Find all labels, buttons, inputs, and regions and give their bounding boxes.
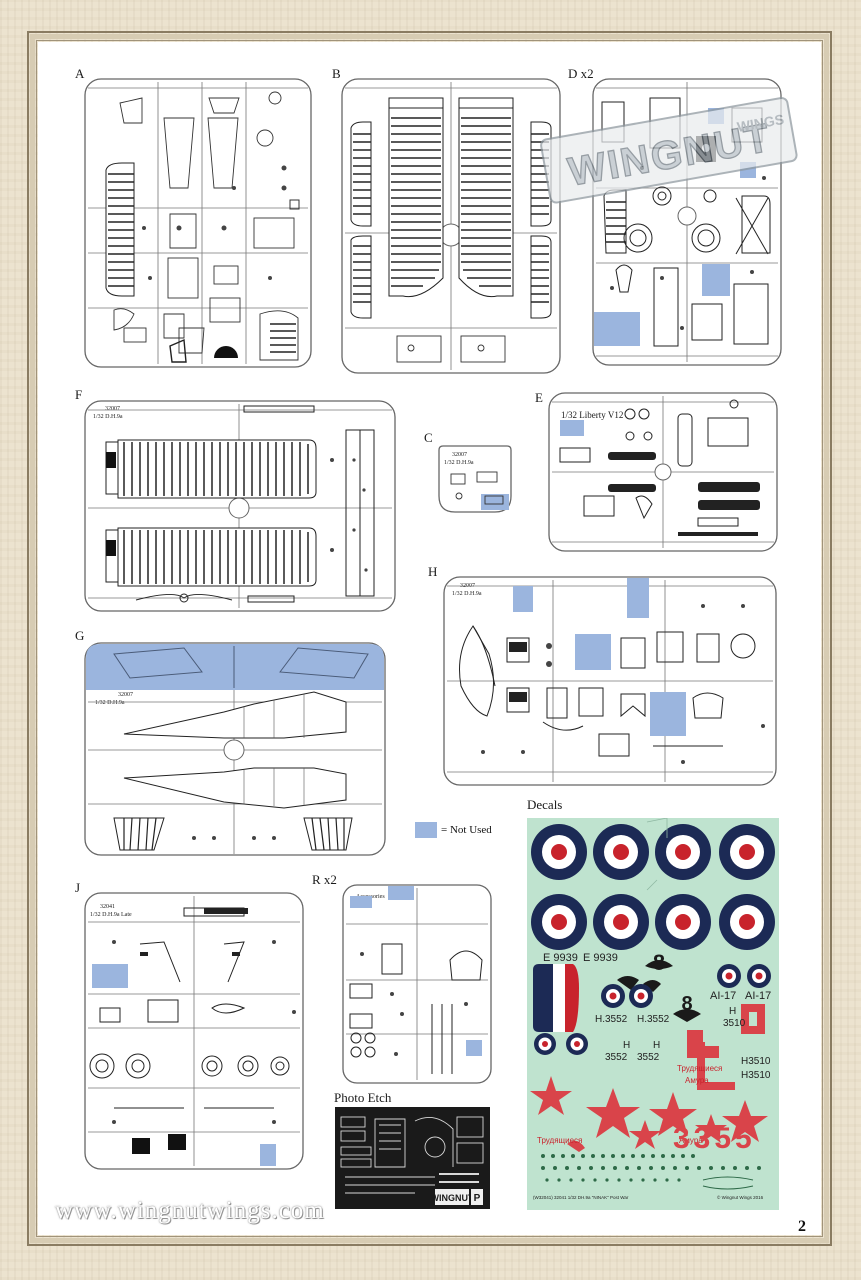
- decal-3510-a: 3510: [723, 1018, 746, 1029]
- decal-sheet: 8 8: [527, 818, 779, 1210]
- photo-etch-title: Photo Etch: [334, 1090, 392, 1105]
- not-used-legend: = Not Used: [415, 822, 492, 838]
- not-used-swatch: [415, 822, 437, 838]
- roundel-small: [534, 964, 771, 1055]
- svg-text:8: 8: [681, 993, 692, 1015]
- decal-h3510-b: H3510: [741, 1070, 771, 1081]
- decal-h-right: H: [729, 1006, 737, 1017]
- sprue-r-drawing: [342, 884, 492, 1084]
- sprue-j-drawing: [84, 892, 304, 1170]
- sprue-f-code: 32007: [105, 406, 120, 412]
- stencil-dots: [541, 1154, 761, 1182]
- decal-3552-b: 3552: [637, 1052, 660, 1063]
- red-bracket-shapes: [687, 1004, 765, 1090]
- sprue-label-c: C: [424, 430, 433, 445]
- sprue-g-code: 32007: [118, 692, 133, 698]
- sprue-e-title: 1/32 Liberty V12: [561, 410, 624, 420]
- border-inner: [36, 40, 823, 1237]
- decal-h-small-b: H: [653, 1040, 661, 1051]
- sprue-label-r: R x2: [312, 872, 337, 887]
- decal-code-2: AI-17: [745, 990, 772, 1002]
- decals-title: Decals: [527, 797, 563, 812]
- photo-etch-drawing: WINGNUT P: [340, 1116, 484, 1205]
- sprue-e-drawing: [548, 392, 778, 552]
- svg-text:WINGNUT: WINGNUT: [431, 1193, 474, 1203]
- decal-big-number: 3355: [673, 1122, 756, 1155]
- roundel-row-1: [531, 824, 775, 880]
- not-used-label: = Not Used: [441, 824, 492, 836]
- red-stars: [530, 1076, 768, 1149]
- rudder-flag: [533, 964, 579, 1032]
- sprue-label-d: D x2: [568, 66, 594, 81]
- decal-sheet-copyright: © Wingnut Wings 2016: [717, 1195, 764, 1200]
- sprue-g-subtitle: 1/32 D.H.9a: [95, 700, 125, 706]
- decal-cyrillic-4: Амура: [679, 1136, 703, 1145]
- decal-cyrillic-1: Трудящиеся: [677, 1064, 723, 1073]
- sprue-label-e: E: [535, 390, 543, 405]
- border-outer: [27, 31, 832, 1246]
- svg-text:P: P: [474, 1193, 481, 1204]
- decal-cyrillic-3: Трудящиеся: [537, 1136, 583, 1145]
- sprue-c-subtitle: 1/32 D.H.9a: [444, 460, 474, 466]
- decal-3552-a: 3552: [605, 1052, 628, 1063]
- sprue-label-b: B: [332, 66, 341, 81]
- sprue-a-drawing: [84, 78, 312, 368]
- roundel-row-2: [531, 894, 775, 950]
- sprue-f-drawing: [84, 400, 396, 612]
- decal-sheet-footer: (W32041) 32041 1/32 DH.9a "NINAK" Post W…: [533, 1195, 629, 1200]
- sprue-b-drawing: [341, 78, 561, 374]
- sprue-label-g: G: [75, 628, 85, 643]
- decal-cyrillic-2: Амура: [685, 1076, 709, 1085]
- sprue-h-drawing: [443, 576, 777, 786]
- sprue-j-code: 32041: [100, 904, 115, 910]
- photo-etch-sheet: WINGNUT P: [335, 1107, 490, 1209]
- decal-serial-2: E 9939: [583, 952, 618, 964]
- svg-text:8: 8: [653, 950, 665, 975]
- sprue-d-drawing: [592, 78, 782, 366]
- decal-h3510-a: H3510: [741, 1056, 771, 1067]
- sprue-g-drawing: [84, 642, 386, 856]
- decal-h-small-a: H: [623, 1040, 631, 1051]
- sprue-label-j: J: [75, 880, 81, 895]
- eagle-insignia: 8 8: [617, 950, 701, 1022]
- decorative-border: [30, 34, 829, 1243]
- sprue-label-h: H: [428, 564, 438, 579]
- sprue-j-subtitle: 1/32 D.H.9a Late: [90, 912, 132, 918]
- sprue-c-code: 32007: [452, 452, 467, 458]
- decal-graphics: 8 8: [530, 818, 775, 1190]
- sprue-label-a: A: [75, 66, 85, 81]
- footer-url: www.wingnutwings.com: [55, 1197, 325, 1224]
- decal-h3552-b: H.3552: [637, 1014, 670, 1025]
- decal-h3552-a: H.3552: [595, 1014, 628, 1025]
- sprue-label-f: F: [75, 387, 83, 402]
- page-number: 2: [798, 1218, 806, 1235]
- decal-serial-1: E 9939: [543, 952, 578, 964]
- sprue-h-subtitle: 1/32 D.H.9a: [452, 591, 482, 597]
- decal-code-1: AI-17: [710, 990, 737, 1002]
- sprue-f-subtitle: 1/32 D.H.9a: [93, 414, 123, 420]
- sprue-c-drawing: [438, 445, 512, 513]
